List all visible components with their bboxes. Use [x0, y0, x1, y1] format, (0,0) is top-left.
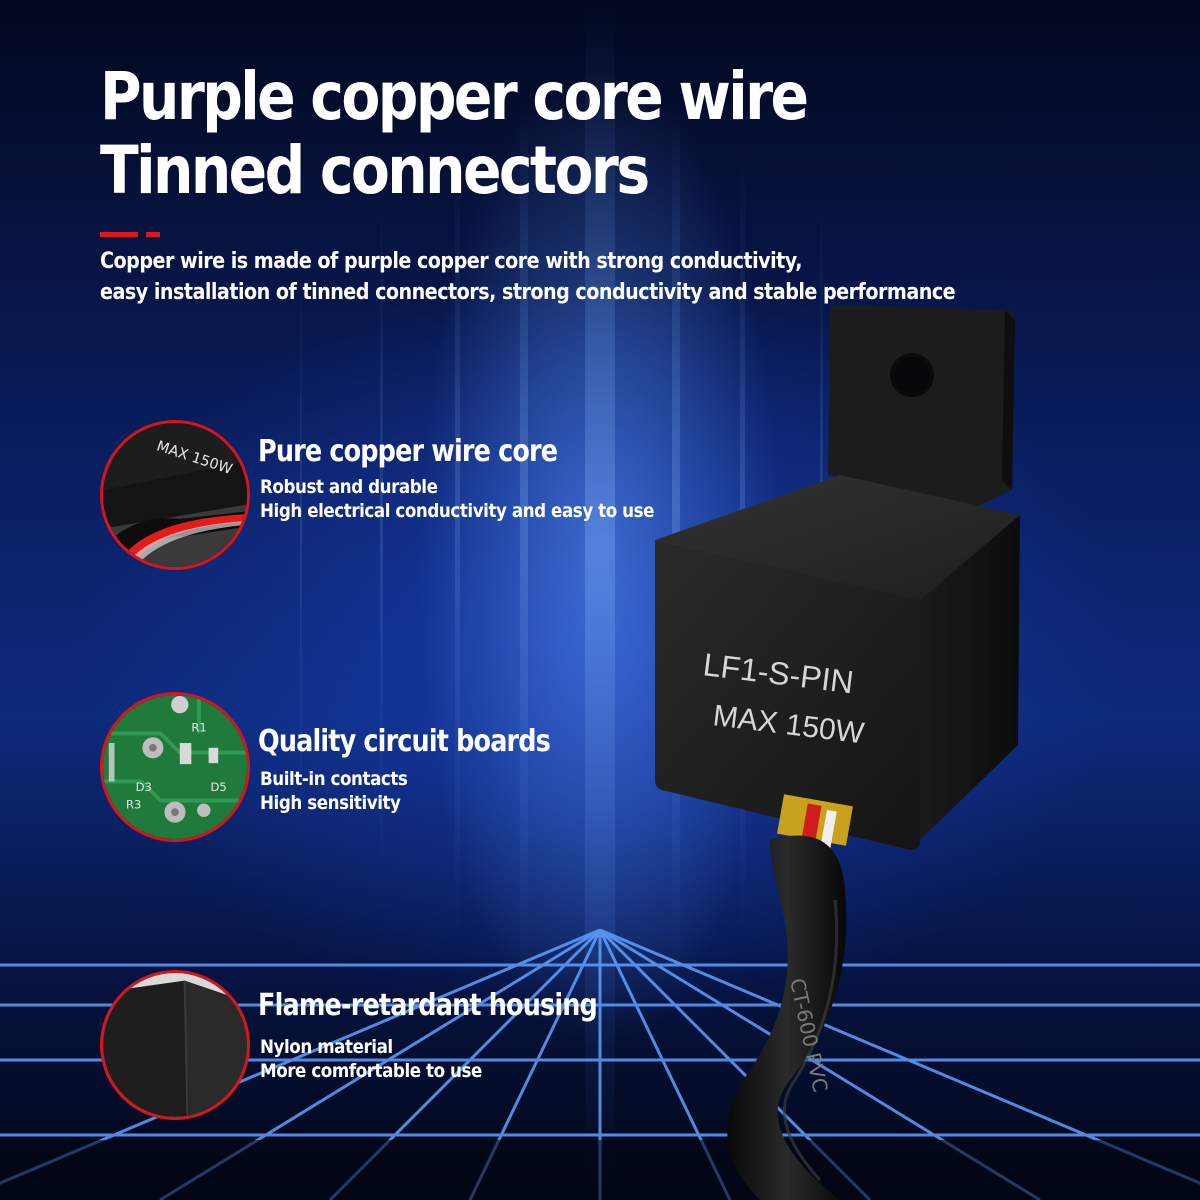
housing-corner-icon: [100, 970, 250, 1120]
feature-line: High electrical conductivity and easy to…: [260, 500, 655, 522]
feature-line: Nylon material: [260, 1036, 393, 1058]
board-label: D3: [136, 780, 152, 794]
headline-line-2: Tinned connectors: [100, 132, 650, 209]
board-label: R3: [126, 797, 141, 811]
feature-title: Pure copper wire core: [258, 434, 558, 469]
accent-bar: [100, 232, 160, 237]
feature-line: Robust and durable: [260, 476, 438, 498]
feature-line: Built-in contacts: [260, 768, 408, 790]
board-label: D5: [211, 780, 227, 794]
feature-line: High sensitivity: [260, 792, 401, 814]
feature-title: Flame-retardant housing: [258, 988, 598, 1023]
feature-line: More comfortable to use: [260, 1060, 482, 1082]
circuit-board-icon: R1 D3 R3 D5: [100, 692, 250, 842]
feature-circuit-board: R1 D3 R3 D5 Quality circuit boards Built…: [100, 692, 720, 852]
feature-housing: Flame-retardant housing Nylon material M…: [100, 970, 720, 1130]
flasher-relay-icon: CT-600 PVC LF1-S-PIN MAX 150W: [640, 300, 1060, 1200]
headline: Purple copper core wire Tinned connector…: [100, 58, 809, 209]
feature-copper-wire: MAX 150W Pure copper wire core Robust an…: [100, 420, 720, 580]
intro-line-1: Copper wire is made of purple copper cor…: [100, 249, 803, 274]
headline-line-1: Purple copper core wire: [100, 58, 809, 135]
board-label: R1: [191, 720, 206, 734]
feature-title: Quality circuit boards: [258, 724, 551, 759]
intro-text: Copper wire is made of purple copper cor…: [100, 246, 956, 308]
intro-line-2: easy installation of tinned connectors, …: [100, 280, 956, 305]
wire-closeup-icon: MAX 150W: [100, 420, 250, 570]
